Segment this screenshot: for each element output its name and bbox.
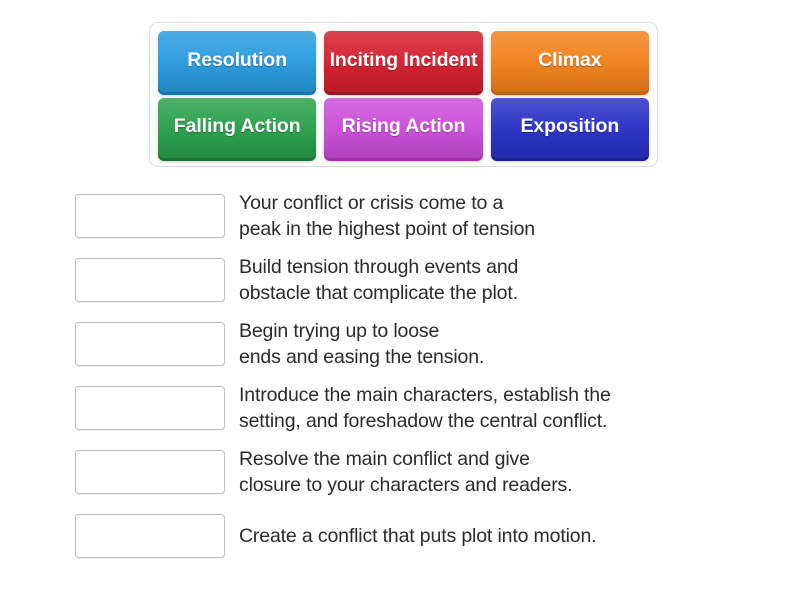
answer-dropzone[interactable] <box>75 322 225 366</box>
prompt-text: Begin trying up to loose ends and easing… <box>239 320 485 368</box>
draggable-tile-rising-action[interactable]: Rising Action <box>324 97 483 158</box>
prompt-text: Build tension through events and obstacl… <box>239 256 519 304</box>
answer-dropzone[interactable] <box>75 386 225 430</box>
answer-dropzone[interactable] <box>75 194 225 238</box>
question-row: Begin trying up to loose ends and easing… <box>0 312 800 376</box>
tile-label: Inciting Incident <box>329 48 478 71</box>
answer-dropzone[interactable] <box>75 514 225 558</box>
tile-label: Climax <box>538 48 602 71</box>
question-row: Create a conflict that puts plot into mo… <box>0 504 800 568</box>
draggable-tile-resolution[interactable]: Resolution <box>158 31 317 92</box>
tile-bank-container: Resolution Inciting Incident Climax Fall… <box>149 22 658 167</box>
answer-dropzone[interactable] <box>75 450 225 494</box>
question-row: Introduce the main characters, establish… <box>0 376 800 440</box>
tile-bank: Resolution Inciting Incident Climax Fall… <box>158 31 650 158</box>
draggable-tile-falling-action[interactable]: Falling Action <box>158 97 317 158</box>
tile-label: Resolution <box>187 48 288 71</box>
draggable-tile-climax[interactable]: Climax <box>490 31 650 92</box>
question-rows: Your conflict or crisis come to a peak i… <box>0 184 800 568</box>
tile-label: Falling Action <box>173 115 301 138</box>
draggable-tile-inciting-incident[interactable]: Inciting Incident <box>324 31 483 92</box>
prompt-text: Your conflict or crisis come to a peak i… <box>239 192 535 240</box>
prompt-text: Introduce the main characters, establish… <box>239 384 611 432</box>
question-row: Build tension through events and obstacl… <box>0 248 800 312</box>
tile-label: Rising Action <box>341 115 466 138</box>
tile-label: Exposition <box>520 115 620 138</box>
draggable-tile-exposition[interactable]: Exposition <box>490 97 650 158</box>
answer-dropzone[interactable] <box>75 258 225 302</box>
prompt-text: Create a conflict that puts plot into mo… <box>239 525 597 547</box>
question-row: Resolve the main conflict and give closu… <box>0 440 800 504</box>
question-row: Your conflict or crisis come to a peak i… <box>0 184 800 248</box>
prompt-text: Resolve the main conflict and give closu… <box>239 448 573 496</box>
